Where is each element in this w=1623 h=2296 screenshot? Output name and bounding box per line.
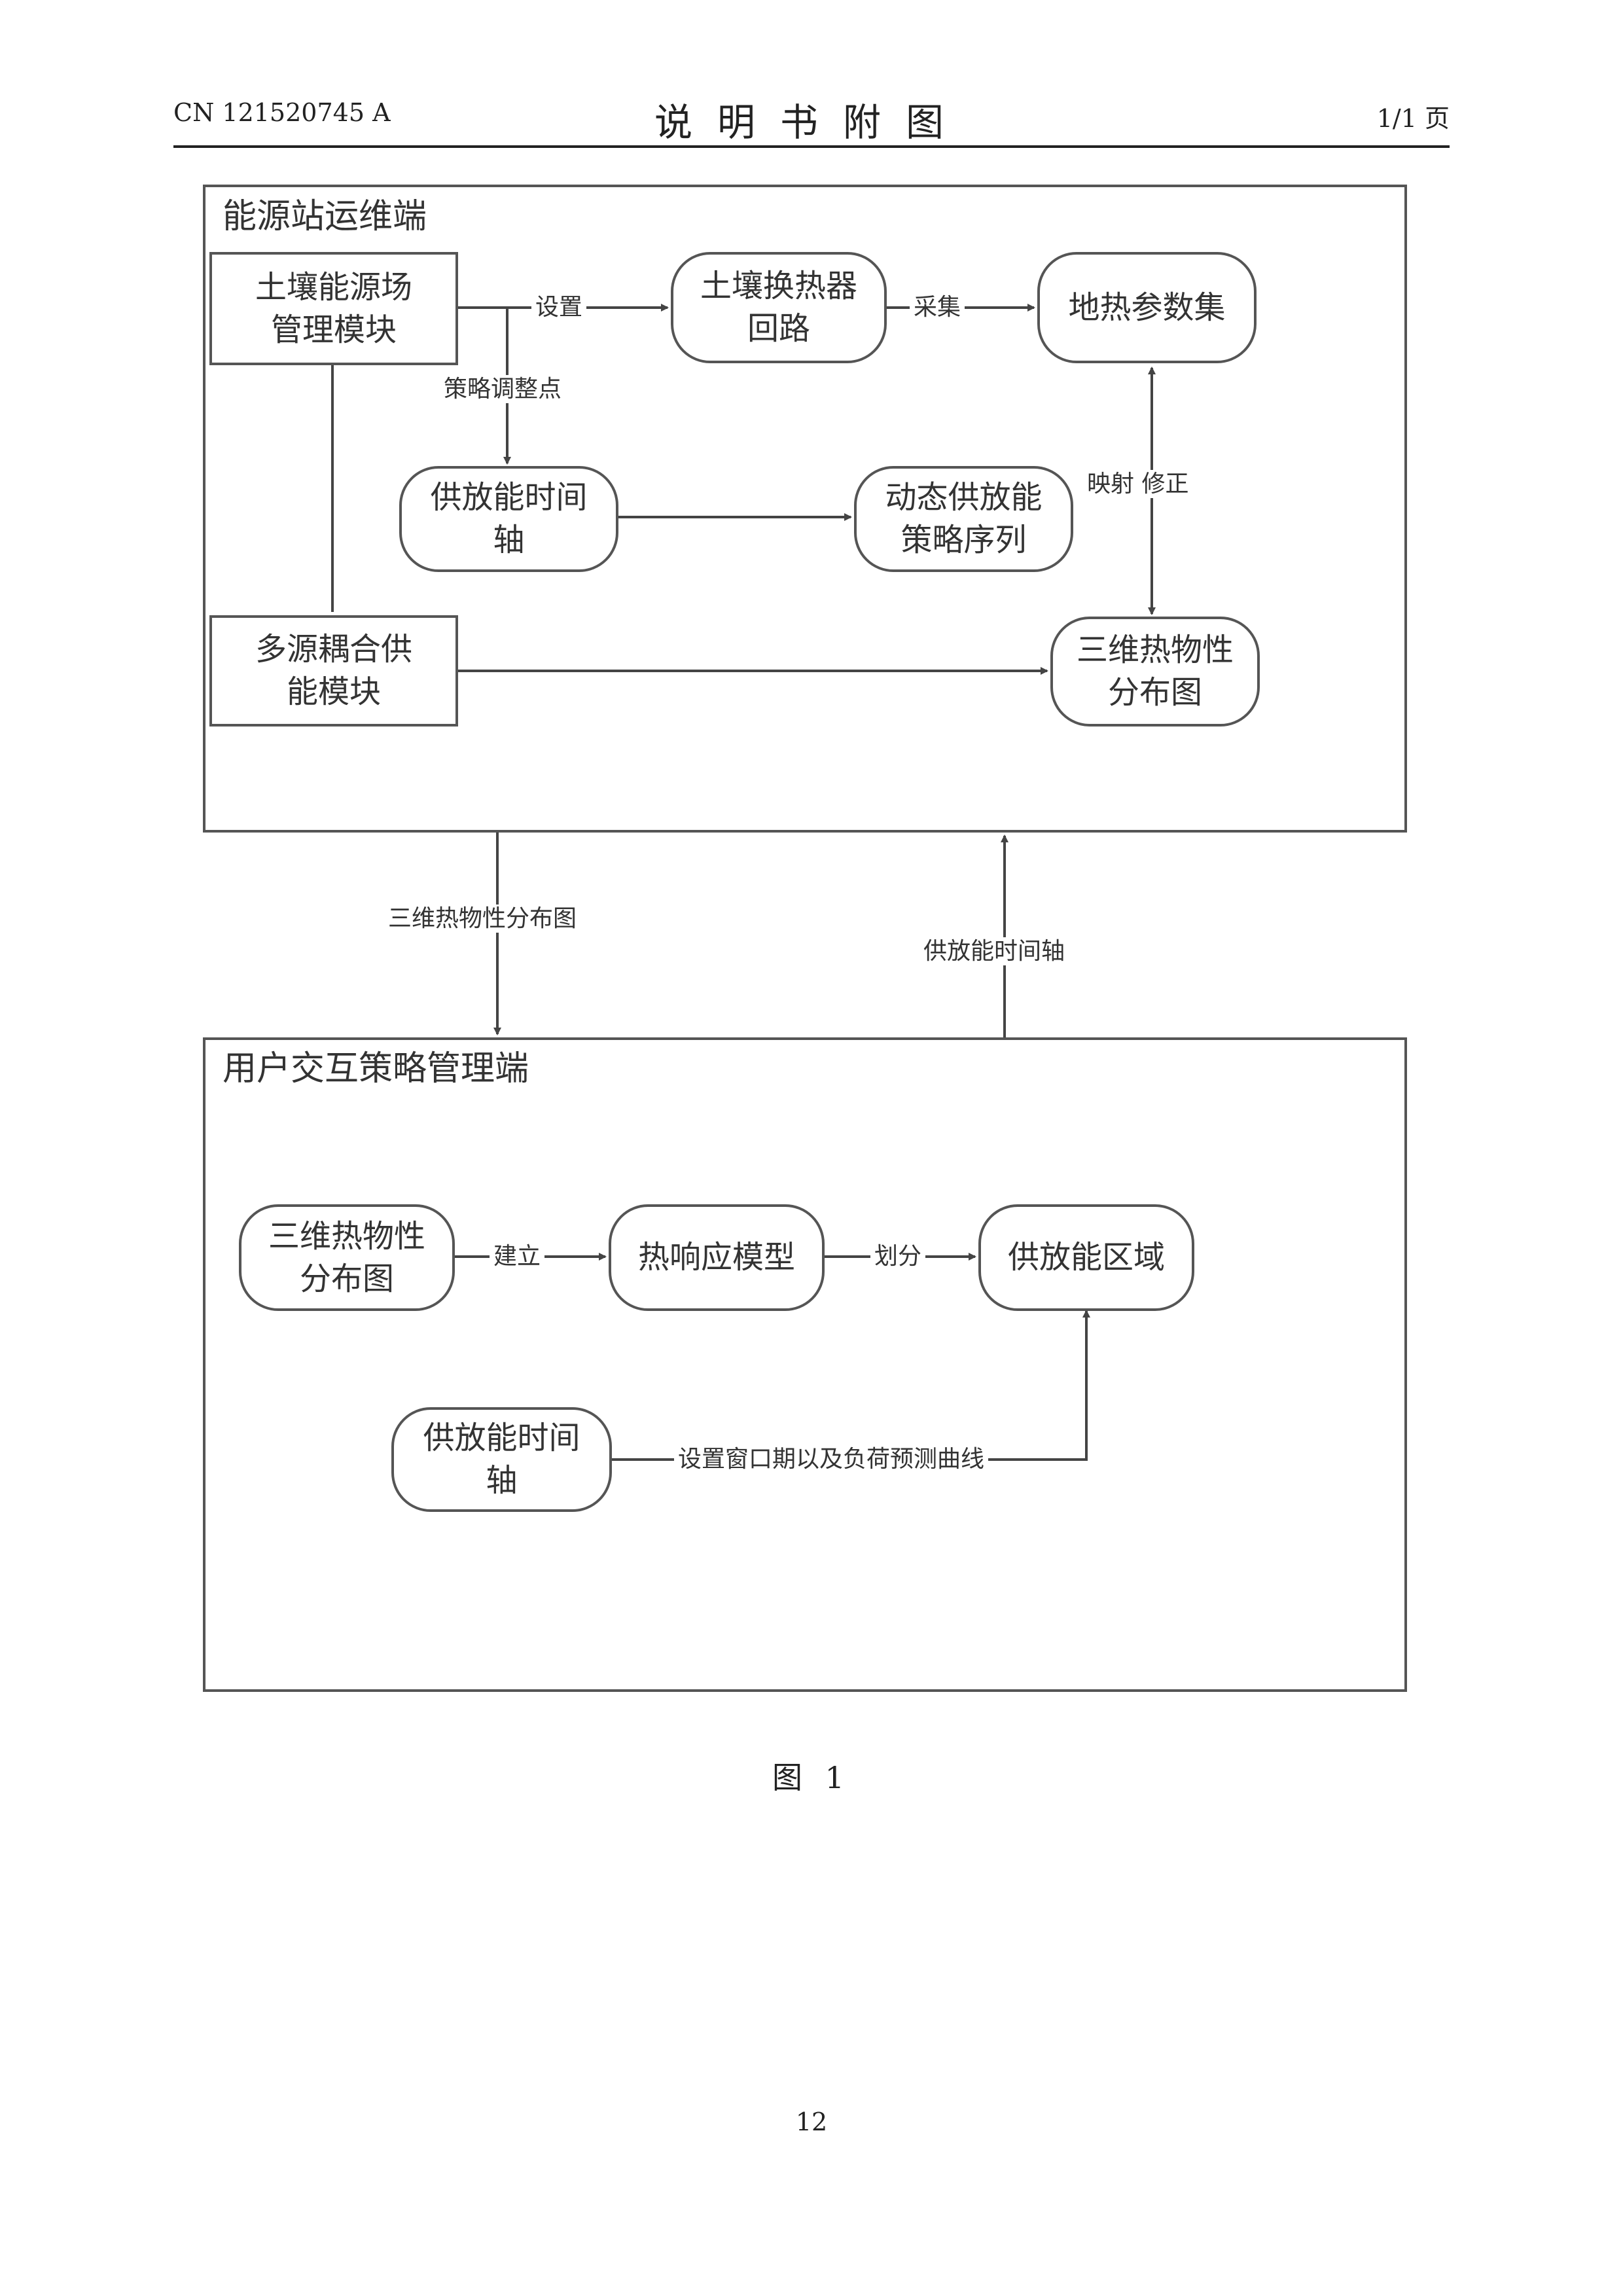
edge-label-collect: 采集: [910, 293, 965, 321]
page-number: 12: [0, 2108, 1623, 2136]
figure-caption: 图 1: [0, 1754, 1623, 1797]
edge-label-map-transfer: 三维热物性分布图: [384, 905, 580, 933]
edge-label-window: 设置窗口期以及负荷预测曲线: [674, 1445, 988, 1473]
thermal-map-node-top: 三维热物性 分布图: [1050, 617, 1260, 726]
timeline-node-top: 供放能时间 轴: [399, 466, 618, 572]
timeline-node-bottom: 供放能时间 轴: [391, 1407, 612, 1512]
edge-label-strategy-adjust: 策略调整点: [440, 375, 565, 403]
edge-window: [612, 1311, 1086, 1460]
edge-label-divide: 划分: [870, 1242, 925, 1270]
soil-exchanger-loop: 土壤换热器 回路: [671, 252, 887, 363]
edge-label-timeline-transfer: 供放能时间轴: [919, 937, 1069, 965]
edge-label-set: 设置: [531, 293, 586, 321]
geo-param-set: 地热参数集: [1037, 252, 1257, 363]
thermal-map-node-bottom: 三维热物性 分布图: [239, 1204, 455, 1311]
supply-region: 供放能区域: [978, 1204, 1194, 1311]
edge-label-map-correct: 映射 修正: [1083, 470, 1192, 498]
thermal-response-model: 热响应模型: [609, 1204, 825, 1311]
dynamic-strategy-sequence: 动态供放能 策略序列: [854, 466, 1073, 572]
edge-label-build: 建立: [490, 1242, 544, 1270]
soil-field-module: 土壤能源场 管理模块: [209, 252, 458, 365]
multi-source-module: 多源耦合供 能模块: [209, 615, 458, 726]
